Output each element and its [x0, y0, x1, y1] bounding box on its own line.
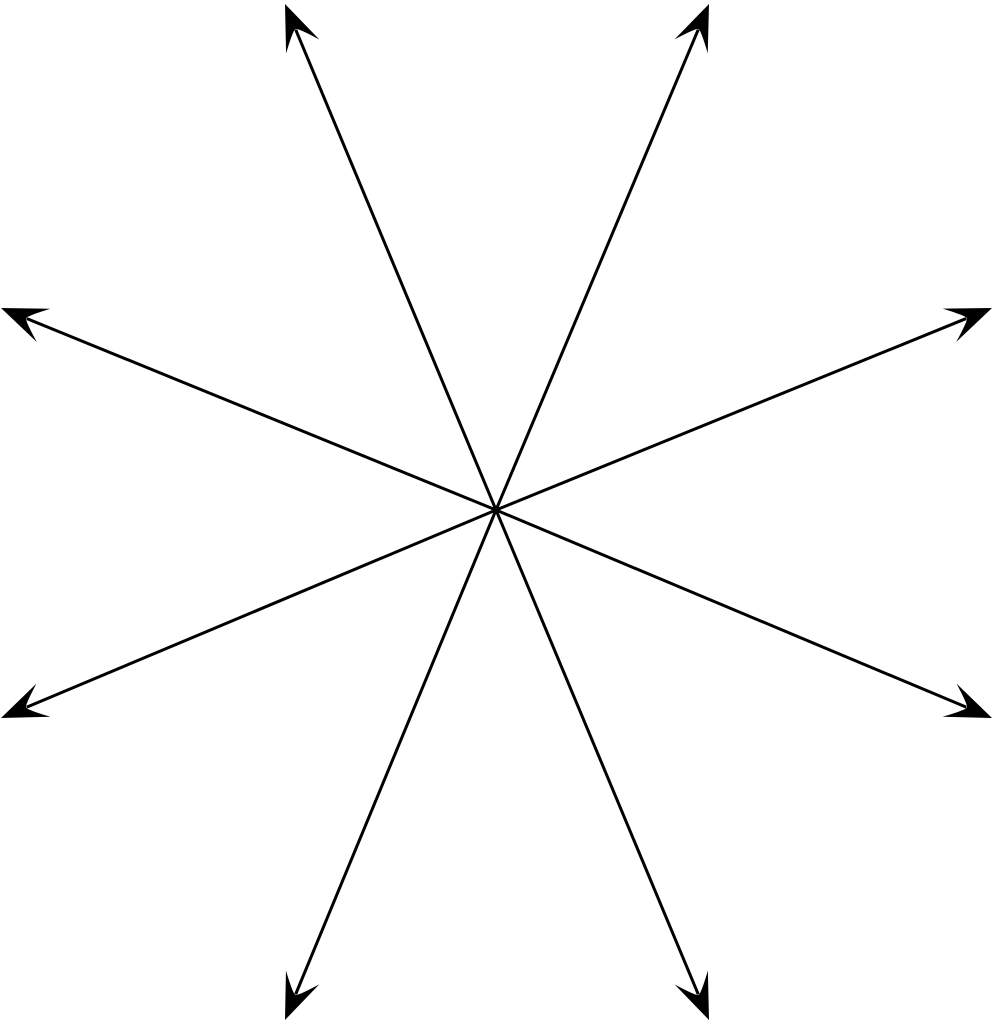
arrow-east-upper-shaft: [495, 317, 967, 512]
arrow-west-upper-shaft: [26, 317, 497, 512]
arrow-north-west-head-icon: [285, 4, 320, 54]
arrow-west-lower-shaft: [26, 508, 497, 709]
arrow-south-east-shaft: [494, 509, 700, 995]
arrow-east-lower: [495, 508, 992, 718]
arrow-south-west-shaft: [294, 509, 498, 995]
arrow-west-lower: [1, 508, 497, 718]
arrow-north-east: [494, 4, 709, 511]
arrow-south-east: [494, 509, 709, 1020]
arrow-north-west-shaft: [294, 29, 498, 511]
arrow-east-lower-head-icon: [942, 683, 992, 718]
arrow-west-upper-head-icon: [1, 308, 51, 343]
arrow-south-west-head-icon: [285, 970, 320, 1020]
arrow-north-east-head-icon: [674, 4, 709, 54]
arrow-west-lower-head-icon: [1, 683, 51, 718]
arrow-north-west: [285, 4, 498, 511]
arrow-south-west: [285, 509, 498, 1020]
arrow-east-upper-head-icon: [942, 308, 992, 343]
arrow-east-upper: [495, 308, 992, 512]
arrow-west-upper: [1, 308, 497, 512]
arrow-east-lower-shaft: [495, 508, 967, 709]
arrows-group: [1, 4, 992, 1020]
arrow-south-east-head-icon: [674, 970, 709, 1020]
arrow-north-east-shaft: [494, 29, 700, 511]
